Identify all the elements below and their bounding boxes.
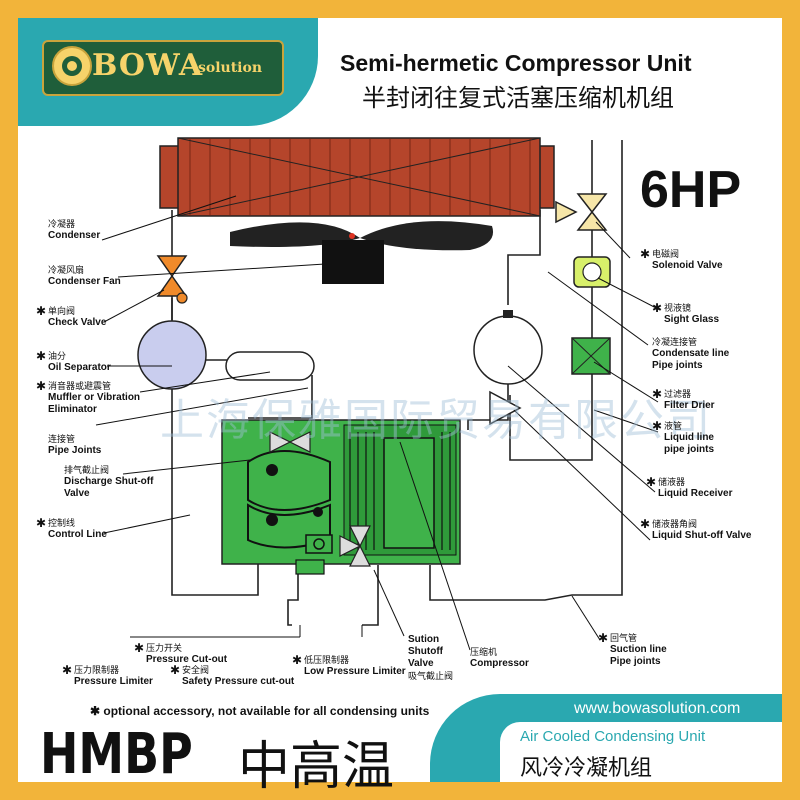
muffler (225, 351, 315, 381)
pipework (171, 140, 623, 626)
watermark: 上海保雅国际贸易有限公司 (160, 395, 712, 446)
logo-suffix: solution (198, 60, 263, 76)
optional-note: ✱ optional accessory, not available for … (90, 704, 430, 718)
liquid-shutoff-valve (489, 390, 522, 426)
page-title-cn: 半封闭往复式活塞压缩机机组 (362, 84, 674, 112)
page-title: Semi-hermetic Compressor Unit (340, 50, 692, 76)
solenoid-valve (555, 193, 608, 231)
unit-type-en: Air Cooled Condensing Unit (520, 728, 706, 745)
model-temp-range: 中高温 (238, 737, 395, 797)
oil-separator (137, 320, 207, 390)
condenser (159, 137, 555, 217)
website-link[interactable]: www.bowasolution.com (574, 700, 741, 717)
capacity-label: 6HP (640, 161, 742, 219)
logo-brand: BOWA (92, 48, 204, 83)
unit-type-cn: 风冷冷凝机组 (520, 756, 653, 781)
compressor-unit (221, 419, 461, 575)
bottom-banner-inner (500, 722, 782, 782)
liquid-receiver (473, 310, 543, 385)
check-valve (156, 255, 188, 304)
suction-shutoff-valve (339, 525, 371, 567)
discharge-shutoff-valve (269, 431, 311, 453)
model-code: HMBP (40, 722, 193, 787)
sight-glass (573, 256, 611, 288)
condenser-fan (230, 221, 494, 284)
logo-emblem-icon (52, 46, 92, 86)
leader-lines (95, 195, 661, 651)
